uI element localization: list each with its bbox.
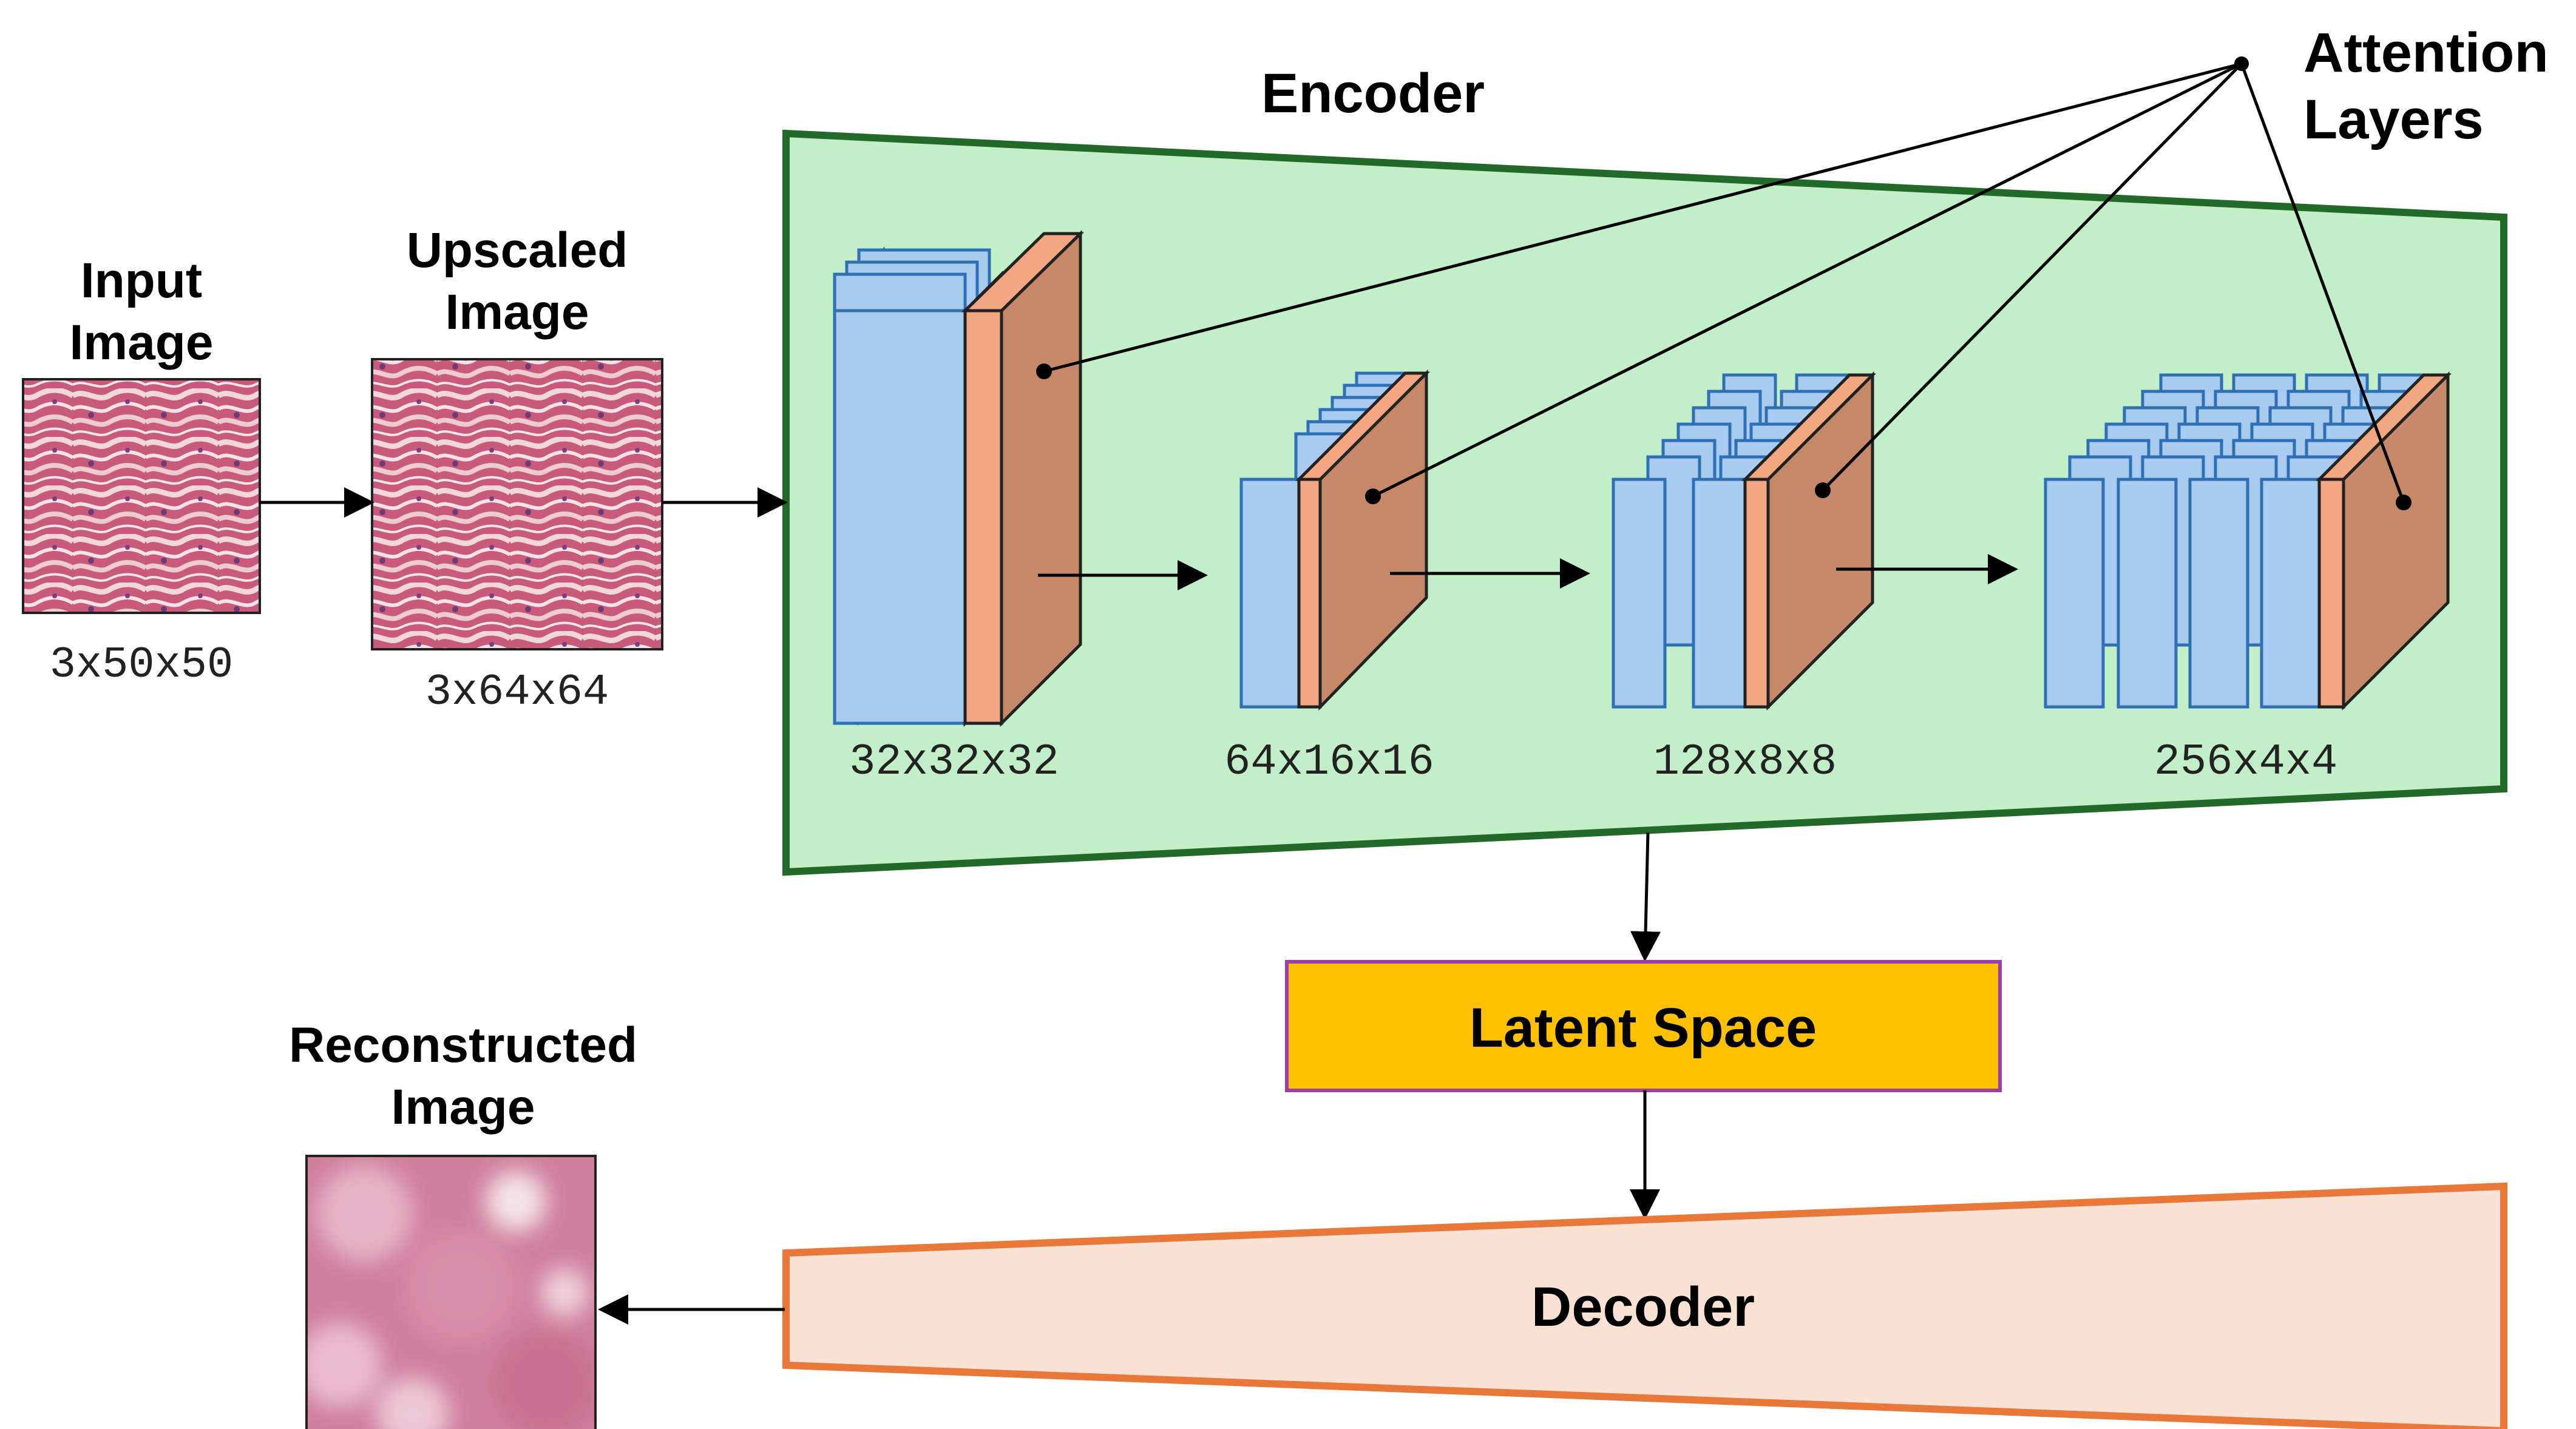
decoder-title: Decoder [1531, 1276, 1755, 1338]
input-image-title-line1: Input [81, 253, 202, 308]
upscaled-image-title-line2: Image [446, 285, 589, 340]
reconstructed-image-title-line1: Reconstructed [289, 1018, 637, 1073]
attention-connectors [1036, 56, 2412, 510]
encoder-stage-3 [1612, 371, 1877, 711]
attention-layers-label-line1: Attention [2303, 22, 2549, 84]
latent-space-box [1285, 960, 2002, 1092]
upscaled-image-dims: 3x64x64 [425, 667, 609, 717]
stage-3-dims: 128x8x8 [1653, 737, 1837, 787]
stage-4-dims: 256x4x4 [2154, 737, 2337, 787]
input-image-title-line2: Image [70, 315, 214, 370]
upscaled-image-title-line1: Upscaled [407, 223, 628, 278]
input-image-dims: 3x50x50 [50, 640, 233, 690]
stage-1-dims: 32x32x32 [849, 737, 1059, 787]
encoder-title: Encoder [1261, 62, 1485, 124]
reconstructed-image [307, 1156, 595, 1429]
encoder-stage-2 [1239, 369, 1431, 711]
stage-2-dims: 64x16x16 [1224, 737, 1434, 787]
input-image [22, 378, 261, 614]
reconstructed-image-title-line2: Image [391, 1079, 535, 1135]
reconstructed-image-border [305, 1155, 597, 1429]
encoder-stage-1 [833, 230, 1085, 728]
decoder-panel [782, 1182, 2507, 1429]
latent-space-label: Latent Space [1469, 997, 1817, 1059]
encoder-stage-4 [2044, 371, 2452, 711]
attention-layers-label-line2: Layers [2303, 89, 2484, 150]
arrow-encoder-to-latent [1630, 832, 1661, 962]
upscaled-image [371, 358, 663, 650]
